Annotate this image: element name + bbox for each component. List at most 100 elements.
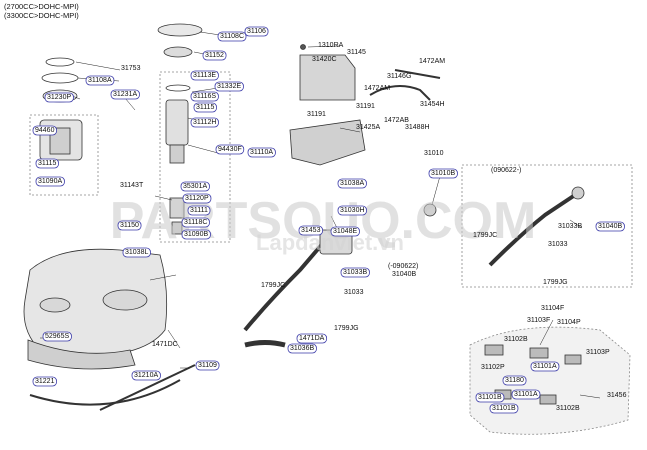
part-label-31102p[interactable]: 31102P [481, 364, 505, 371]
part-label-31102b[interactable]: 31102B [556, 405, 580, 412]
part-number-text: 1472AM [364, 85, 390, 92]
part-label-94430f[interactable]: 94430F [215, 144, 245, 155]
part-number-text: 31488H [405, 124, 430, 131]
part-label-31115[interactable]: 31115 [35, 158, 59, 169]
part-label-31108c[interactable]: 31108C [217, 31, 247, 42]
part-label-31454h[interactable]: 31454H [420, 101, 445, 108]
part-label-31111[interactable]: 31111 [187, 205, 211, 216]
part-label-1799jg[interactable]: 1799JG [334, 325, 359, 332]
part-label-31221[interactable]: 31221 [32, 376, 57, 387]
part-label-31101a[interactable]: 31101A [511, 389, 541, 400]
part-number-box [502, 375, 527, 386]
part-label-31104p[interactable]: 31104P [557, 319, 581, 326]
part-label-31030h[interactable]: 31030H [337, 205, 367, 216]
part-label-31103f[interactable]: 31103F [527, 317, 550, 324]
part-label-1471dc[interactable]: 1471DC [152, 341, 178, 348]
part-label-31033[interactable]: 31033 [548, 241, 568, 248]
part-label-31010[interactable]: 31010 [424, 150, 444, 157]
part-number-text: 31101A [533, 363, 557, 370]
part-label-31033b[interactable]: 31033B [340, 267, 370, 278]
part-label-31143t[interactable]: 31143T [120, 182, 144, 189]
part-label-31191[interactable]: 31191 [356, 103, 375, 110]
part-label-31101b[interactable]: 31101B [489, 403, 519, 414]
part-label-31420c[interactable]: 31420C [312, 56, 337, 63]
part-label-31150[interactable]: 31150 [117, 220, 142, 231]
part-number-box [595, 221, 625, 232]
part-label-1472ab[interactable]: 1472AB [384, 117, 409, 124]
part-label-31753[interactable]: 31753 [121, 65, 141, 72]
part-number-box [32, 376, 57, 387]
part-label-31101b[interactable]: 31101B [475, 392, 505, 403]
part-label-31152[interactable]: 31152 [202, 50, 227, 61]
part-number-text: 52965S [45, 333, 69, 340]
part-number-text: 31040B [392, 271, 416, 278]
part-label-31040b[interactable]: 31040B [595, 221, 625, 232]
part-label-31033[interactable]: 31033 [344, 289, 364, 296]
part-label-31332e[interactable]: 31332E [214, 81, 244, 92]
part-label-31038l[interactable]: 31038L [122, 247, 151, 258]
part-label-31453[interactable]: 31453 [298, 225, 323, 236]
part-label-31116s[interactable]: 31116S [190, 91, 219, 102]
part-label-31180[interactable]: 31180 [502, 375, 527, 386]
part-label-1799jc[interactable]: 1799JC [473, 232, 497, 239]
part-label-31103p[interactable]: 31103P [586, 349, 610, 356]
part-label-31112h[interactable]: 31112H [190, 117, 219, 128]
part-label-31230p[interactable]: 31230P [44, 92, 74, 103]
part-label-31488h[interactable]: 31488H [405, 124, 430, 131]
engine-variant-1: (2700CC>DOHC-MPI) [4, 2, 79, 11]
part-label-31090b[interactable]: 31090B [181, 229, 211, 240]
part-number-text: 31111 [190, 207, 208, 214]
part-label-94460[interactable]: 94460 [32, 125, 57, 136]
part-label-31106[interactable]: 31106 [244, 26, 269, 37]
part-label-31146g[interactable]: 31146G [387, 73, 411, 80]
part-label-31145[interactable]: 31145 [347, 49, 366, 56]
part-number-box [122, 247, 151, 258]
part-label-1471da[interactable]: 1471DA [296, 333, 328, 344]
part-number-box [190, 70, 219, 81]
part-label-31456[interactable]: 31456 [607, 392, 627, 399]
part-label-1310ra[interactable]: 1310RA [318, 42, 344, 49]
pad-part-1 [484, 344, 504, 356]
seal-ring-part [163, 46, 193, 58]
part-label-(-090622)[interactable]: (-090622) [388, 263, 418, 270]
part-number-text: 31115 [38, 160, 57, 167]
part-labels: 3110631108C3175331108A3115231113E31332E3… [32, 26, 627, 414]
part-label-1799jc[interactable]: 1799JC [261, 282, 285, 289]
part-label-31231a[interactable]: 31231A [110, 89, 140, 100]
part-label-31040b[interactable]: 31040B [392, 271, 416, 278]
part-number-text: 1471DA [299, 335, 325, 342]
vapor-hose-part [369, 85, 431, 101]
part-label-31120p[interactable]: 31120P [182, 193, 212, 204]
part-label-31033b[interactable]: 31033B [558, 223, 582, 230]
part-label-(090622-)[interactable]: (090622-) [491, 167, 521, 174]
part-label-31118c[interactable]: 31118C [181, 217, 210, 228]
part-label-35301a[interactable]: 35301A [180, 181, 210, 192]
part-number-text: 31102B [504, 336, 528, 343]
part-label-31113e[interactable]: 31113E [190, 70, 219, 81]
part-label-31110a[interactable]: 31110A [247, 147, 276, 158]
part-number-text: 1472AB [384, 117, 409, 124]
part-label-1472am[interactable]: 1472AM [364, 85, 390, 92]
part-label-1799jg[interactable]: 1799JG [543, 279, 568, 286]
part-label-31109[interactable]: 31109 [195, 360, 220, 371]
part-label-31048e[interactable]: 31048E [330, 226, 360, 237]
watermark-main: PARTSOUQ.COM [110, 192, 537, 250]
part-label-31191[interactable]: 31191 [307, 111, 326, 118]
part-label-31425a[interactable]: 31425A [356, 124, 380, 131]
part-label-31010b[interactable]: 31010B [428, 168, 458, 179]
part-label-31036b[interactable]: 31036B [287, 343, 317, 354]
part-label-31038a[interactable]: 31038A [337, 178, 367, 189]
part-label-31104f[interactable]: 31104F [541, 305, 564, 312]
part-label-31101a[interactable]: 31101A [530, 361, 560, 372]
part-label-52965s[interactable]: 52965S [42, 331, 72, 342]
part-label-31090a[interactable]: 31090A [35, 176, 65, 187]
part-number-text: 31033 [344, 289, 364, 296]
engine-variant-header: (2700CC>DOHC-MPI) (3300CC>DOHC-MPI) [4, 2, 79, 20]
fuel-tank-part [23, 248, 168, 356]
part-label-31108a[interactable]: 31108A [85, 75, 115, 86]
part-label-1472am[interactable]: 1472AM [419, 58, 445, 65]
part-label-31210a[interactable]: 31210A [131, 370, 161, 381]
part-number-text: 31040B [598, 223, 622, 230]
part-label-31115[interactable]: 31115 [193, 102, 217, 113]
part-label-31102b[interactable]: 31102B [504, 336, 528, 343]
